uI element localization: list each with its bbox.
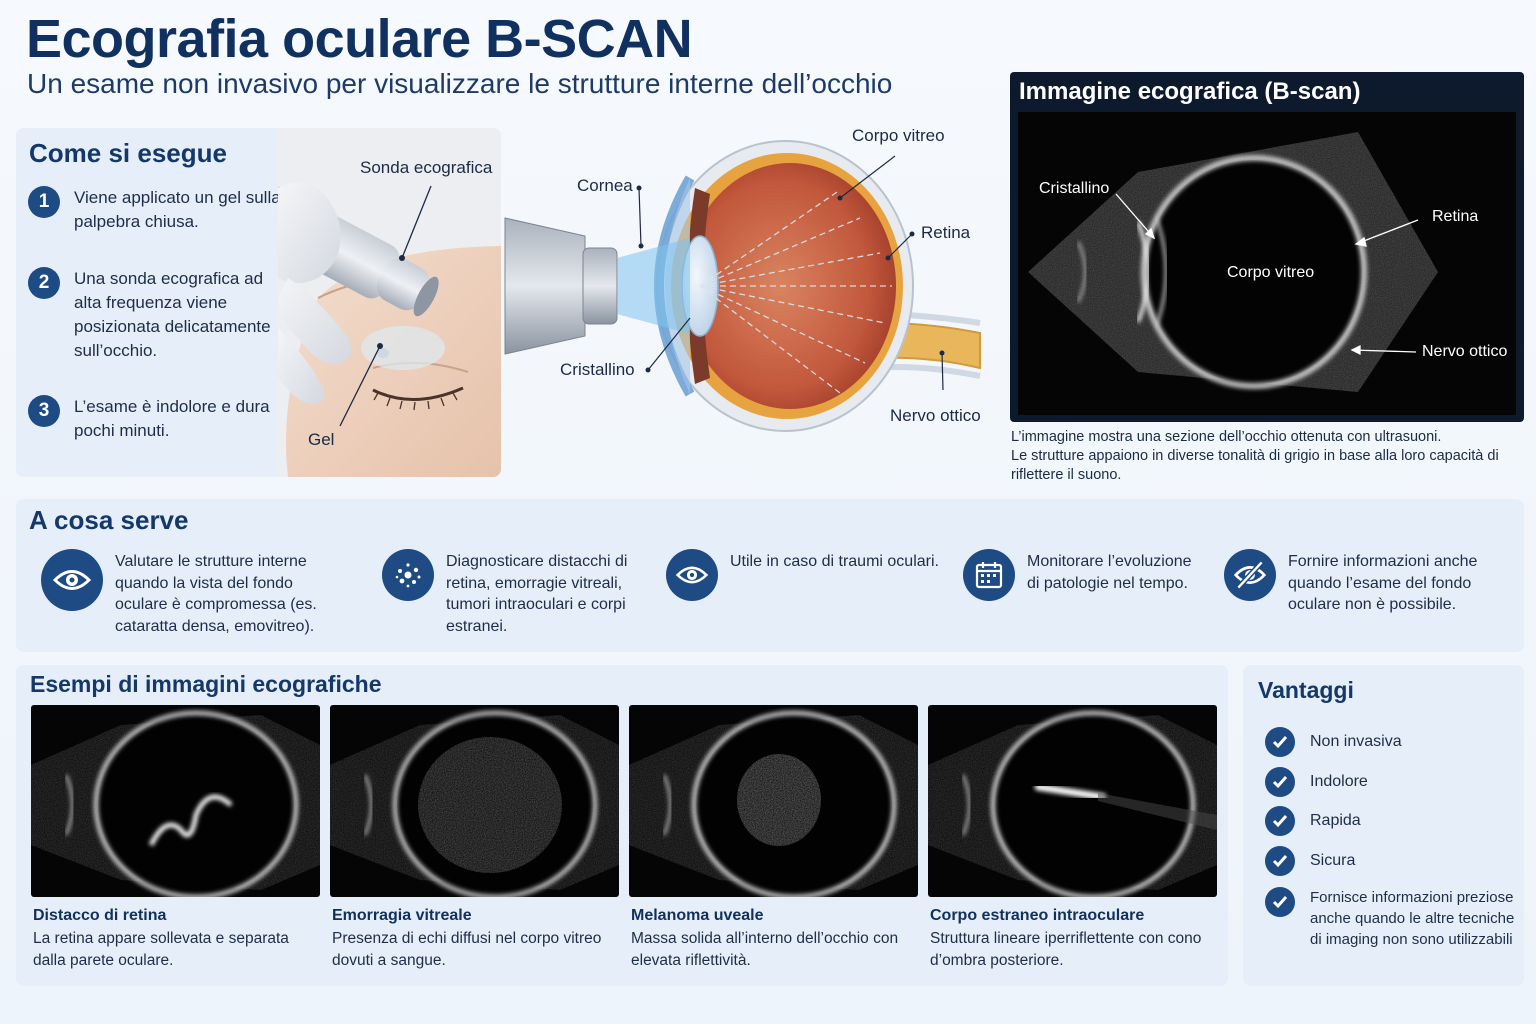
eye-off-icon [1224, 549, 1276, 601]
bscan-image [1018, 112, 1516, 415]
label-gel: Gel [308, 430, 335, 449]
bscan-label-retina: Retina [1432, 208, 1479, 225]
example-text: Massa solida all’interno dell’occhio con… [631, 930, 899, 969]
example-vitreous-hemorrhage: Emorragia vitreale Presenza di echi diff… [330, 705, 619, 971]
advantages-panel: Vantaggi Non invasiva Indolore Rapida Si… [1243, 665, 1524, 986]
use-text: Utile in caso di traumi oculari. [730, 553, 939, 570]
uses-panel: A cosa serve Valutare le strutture inter… [16, 499, 1524, 652]
step-text: Una sonda ecografica ad alta frequenza v… [74, 269, 271, 360]
eye-icon [41, 549, 103, 611]
step-number: 3 [28, 395, 60, 427]
uses-title: A cosa serve [29, 505, 189, 535]
dots-icon [382, 549, 434, 601]
label-retina: Retina [921, 223, 971, 242]
calendar-icon [963, 549, 1015, 601]
example-title: Distacco di retina [33, 907, 167, 924]
use-text: Monitorare l’evoluzione di patologie nel… [1027, 553, 1192, 592]
examples-panel: Esempi di immagini ecografiche Distacco … [16, 665, 1228, 986]
label-lens: Cristallino [560, 360, 635, 379]
bscan-label-optic-nerve: Nervo ottico [1422, 343, 1508, 360]
example-title: Melanoma uveale [631, 907, 764, 924]
example-image [629, 705, 918, 897]
example-image [330, 705, 619, 897]
check-icon [1265, 727, 1295, 757]
example-uveal-melanoma: Melanoma uveale Massa solida all’interno… [629, 705, 918, 971]
example-text: Presenza di echi diffusi nel corpo vitre… [332, 930, 602, 969]
advantage-text: Indolore [1310, 773, 1368, 790]
use-text: Fornire informazioni anche quando l’esam… [1288, 553, 1478, 613]
check-icon [1265, 767, 1295, 797]
bscan-label-lens: Cristallino [1039, 180, 1110, 197]
bscan-caption-line1: L’immagine mostra una sezione dell’occhi… [1011, 429, 1442, 445]
use-text: Valutare le strutture interne quando la … [115, 553, 317, 635]
advantages-title: Vantaggi [1258, 677, 1354, 703]
example-title: Emorragia vitreale [332, 907, 472, 924]
example-text: Struttura lineare iperriflettente con co… [930, 930, 1202, 969]
bscan-label-vitreous: Corpo vitreo [1227, 264, 1315, 281]
page-title: Ecografia oculare B-SCAN [26, 9, 693, 69]
bscan-caption: L’immagine mostra una sezione dell’occhi… [1011, 428, 1526, 485]
check-icon [1265, 887, 1295, 917]
example-title: Corpo estraneo intraoculare [930, 907, 1145, 924]
bscan-caption-line2: Le strutture appaiono in diverse tonalit… [1011, 448, 1499, 483]
example-image [928, 705, 1217, 897]
label-probe: Sonda ecografica [360, 158, 493, 177]
eye-anatomy-diagram: Corpo vitreo Cornea Retina Cristallino N… [500, 118, 1000, 458]
label-vitreous: Corpo vitreo [852, 126, 945, 145]
advantage-text: Fornisce informazioni preziose anche qua… [1310, 889, 1515, 948]
example-image [31, 705, 320, 897]
label-optic-nerve: Nervo ottico [890, 406, 981, 425]
advantage-text: Non invasiva [1310, 733, 1402, 750]
step-number: 1 [28, 186, 60, 218]
check-icon [1265, 806, 1295, 836]
check-icon [1265, 846, 1295, 876]
example-foreign-body: Corpo estraneo intraoculare Struttura li… [928, 705, 1217, 971]
step-text: Viene applicato un gel sulla palpebra ch… [74, 188, 281, 231]
eye-icon [666, 549, 718, 601]
how-title: Come si esegue [29, 138, 227, 168]
how-panel: Come si esegue 1 Viene applicato un gel … [16, 128, 501, 477]
bscan-title: Immagine ecografica (B-scan) [1019, 78, 1361, 105]
label-cornea: Cornea [577, 176, 633, 195]
example-retinal-detachment: Distacco di retina La retina appare soll… [31, 705, 320, 971]
advantage-text: Rapida [1310, 812, 1361, 829]
page-subtitle: Un esame non invasivo per visualizzare l… [27, 68, 893, 99]
eye-cross-section [504, 140, 981, 432]
example-text: La retina appare sollevata e separata da… [33, 930, 289, 969]
use-text: Diagnosticare distacchi di retina, emorr… [446, 553, 628, 635]
step-text: L’esame è indolore e dura pochi minuti. [74, 397, 270, 440]
bscan-panel: Immagine ecografica (B-scan) Cristallino… [1010, 72, 1524, 422]
examples-title: Esempi di immagini ecografiche [30, 671, 382, 697]
advantage-text: Sicura [1310, 852, 1356, 869]
exam-photo [278, 128, 501, 477]
step-number: 2 [28, 267, 60, 299]
